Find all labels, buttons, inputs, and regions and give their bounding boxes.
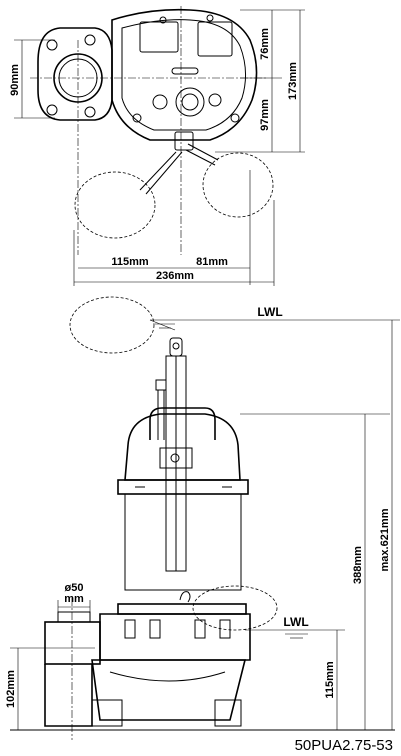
dim-97mm-label: 97mm: [259, 99, 271, 131]
motor-top-body: [111, 8, 258, 151]
dim-outlet-label: ø50: [65, 582, 84, 594]
lwl-top-label: LWL: [257, 305, 282, 319]
dim-90mm: 90mm: [9, 39, 55, 119]
top-float-left: [74, 151, 183, 239]
side-view: LWL: [5, 296, 400, 740]
dim-115mm-label: 115mm: [111, 256, 149, 268]
dim-side-left: 102mm: [5, 647, 48, 730]
pump-casing: [91, 603, 251, 727]
dim-236mm-label: 236mm: [156, 270, 194, 282]
lwl-bottom-label: LWL: [283, 615, 308, 629]
side-float-upper: [69, 296, 176, 354]
dim-76mm-label: 76mm: [259, 28, 271, 60]
dim-388mm-label: 388mm: [352, 546, 364, 584]
discharge-flange: [37, 27, 113, 121]
power-cable: [155, 379, 167, 440]
float-rod: [165, 337, 187, 572]
model-code: 50PUA2.75-53: [295, 737, 393, 754]
dim-115mm-side-label: 115mm: [324, 661, 336, 699]
dim-right-vertical: 76mm 97mm 173mm: [215, 9, 305, 153]
dim-max621mm-label: max.621mm: [379, 508, 391, 571]
motor-frame: [117, 413, 249, 591]
dim-90mm-label: 90mm: [9, 64, 21, 96]
discharge-pipe: [44, 598, 101, 740]
dim-81mm-label: 81mm: [196, 256, 228, 268]
dim-horizontal: 115mm 81mm 236mm: [73, 170, 275, 286]
top-float-right: [185, 143, 274, 218]
lifting-handle: [149, 407, 216, 440]
dim-side-right: 388mm max.621mm 115mm: [240, 320, 393, 730]
top-view: 90mm 76mm 97mm 173mm 115mm 81mm 236mm: [9, 6, 305, 286]
dim-102mm-label: 102mm: [5, 670, 17, 708]
dim-outlet-unit: mm: [64, 593, 84, 605]
dim-outlet: ø50 mm: [57, 582, 91, 614]
dim-173mm-label: 173mm: [287, 62, 299, 100]
lwl-top-marker: LWL: [150, 305, 400, 329]
lwl-bottom-marker: LWL: [245, 615, 345, 639]
side-float-lower: [179, 585, 278, 631]
